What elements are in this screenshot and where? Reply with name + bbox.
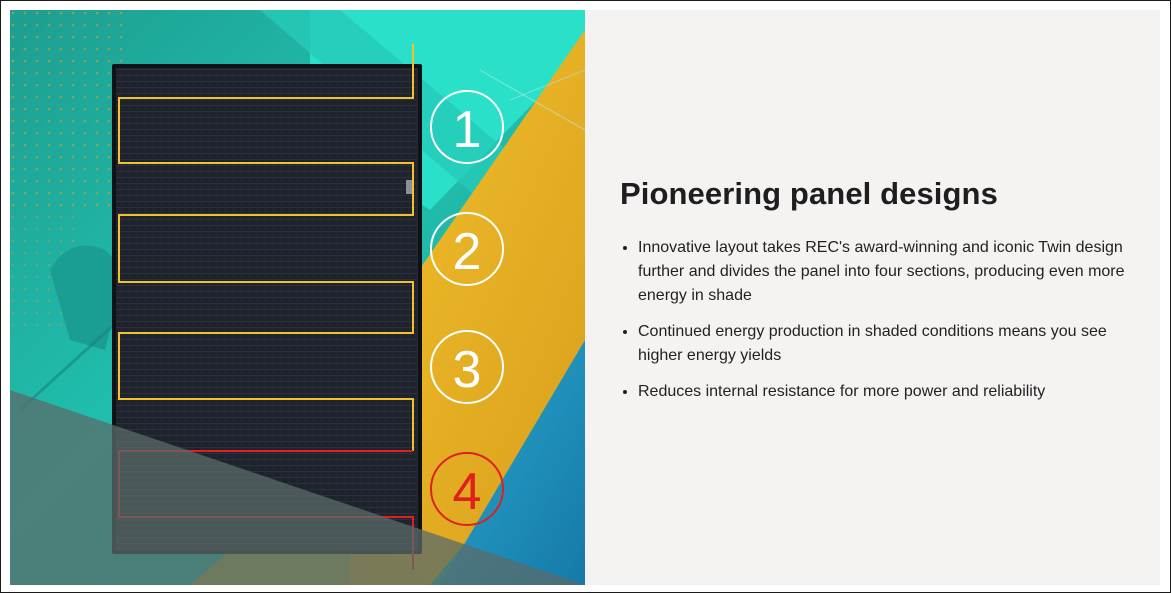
section-number-3: 3 <box>453 341 482 399</box>
section-badge-4: 4 <box>430 452 504 526</box>
background-teal-block <box>50 245 125 350</box>
yellow-outline-path <box>118 44 414 451</box>
solar-panel-junction <box>406 180 412 194</box>
shade-overlay <box>10 390 585 585</box>
section-title: Pioneering panel designs <box>620 176 998 211</box>
feature-content: Pioneering panel designs Innovative layo… <box>585 10 1160 585</box>
feature-bullet-1: Innovative layout takes REC's award-winn… <box>638 236 1130 308</box>
section-badge-3-ring <box>430 330 504 404</box>
feature-bullet-list: Innovative layout takes REC's award-winn… <box>620 236 1130 404</box>
section-badge-2: 2 <box>430 212 504 286</box>
section-number-1: 1 <box>453 101 482 159</box>
background-dot-pattern <box>10 10 130 210</box>
background-line-3 <box>18 308 132 412</box>
section-badge-1-ring <box>430 90 504 164</box>
feature-section: 1 2 3 4 Pioneering panel designs In <box>10 10 1160 585</box>
background-line <box>479 69 585 131</box>
section-badge-1: 1 <box>430 90 504 164</box>
feature-bullet-3: Reduces internal resistance for more pow… <box>638 380 1130 404</box>
section-number-4: 4 <box>453 463 482 521</box>
section-outlines-yellow <box>118 44 414 451</box>
section-number-2: 2 <box>453 223 482 281</box>
background-line-2 <box>509 69 585 101</box>
section-badge-3: 3 <box>430 330 504 404</box>
solar-panel-illustration: 1 2 3 4 <box>10 10 585 585</box>
section-badge-4-ring <box>430 452 504 526</box>
section-badge-2-ring <box>430 212 504 286</box>
feature-bullet-2: Continued energy production in shaded co… <box>638 320 1130 368</box>
